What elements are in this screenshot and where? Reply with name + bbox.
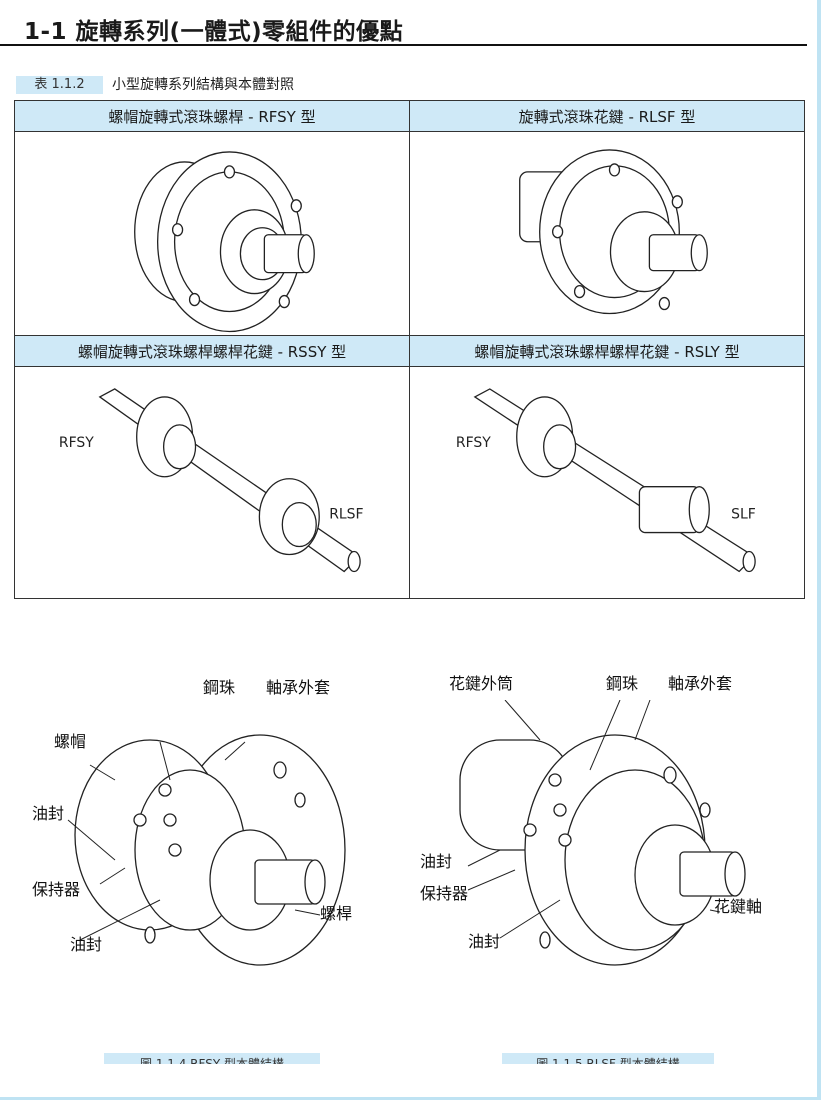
page-title: 1-1 旋轉系列(一體式)零組件的優點 xyxy=(24,19,404,45)
rlsf-unit-illustration xyxy=(519,149,708,315)
header-rfsy: 螺帽旋轉式滾珠螺桿 - RFSY 型 xyxy=(14,100,410,132)
callout-ball: 鋼珠 xyxy=(606,674,639,693)
rlsf-cutaway-illustration xyxy=(459,700,746,966)
figure-caption-rlsf: 圖 1.1.5 RLSF 型本體結構 xyxy=(502,1053,714,1064)
figure-caption-rfsy: 圖 1.1.4 RFSY 型本體結構 xyxy=(104,1053,320,1064)
rfsy-cutaway-illustration xyxy=(67,734,346,966)
callout-seal-bottom: 油封 xyxy=(70,935,103,954)
cell-rlsf-illustration xyxy=(409,130,805,337)
rsly-unit-illustration: RFSY SLF xyxy=(456,388,756,573)
callout-seal: 油封 xyxy=(420,852,453,871)
callout-seal-top: 油封 xyxy=(32,804,65,823)
cell-rsly-illustration: RFSY SLF xyxy=(409,366,805,599)
callout-spline-outer-cylinder: 花鍵外筒 xyxy=(449,674,514,693)
header-rlsf: 旋轉式滾珠花鍵 - RLSF 型 xyxy=(409,100,805,132)
callout-bearing-sleeve: 軸承外套 xyxy=(266,678,331,697)
callout-retainer: 保持器 xyxy=(32,880,81,899)
cell-rfsy-illustration xyxy=(14,130,410,337)
rfsy-unit-illustration xyxy=(134,151,315,333)
rssy-tag-rlsf: RLSF xyxy=(329,507,363,523)
callout-nut: 螺帽 xyxy=(54,732,87,751)
rssy-tag-rfsy: RFSY xyxy=(59,435,94,451)
callout-screw: 螺桿 xyxy=(320,904,353,923)
cell-rssy-illustration: RFSY RLSF xyxy=(14,366,410,599)
table-caption: 小型旋轉系列結構與本體對照 xyxy=(112,77,294,93)
page-edge-bottom xyxy=(0,1097,821,1100)
rssy-unit-illustration: RFSY RLSF xyxy=(59,388,364,573)
header-rsly: 螺帽旋轉式滾珠螺桿螺桿花鍵 - RSLY 型 xyxy=(409,335,805,368)
rsly-tag-slf: SLF xyxy=(731,507,756,523)
rsly-tag-rfsy: RFSY xyxy=(456,435,491,451)
comparison-table: 螺帽旋轉式滾珠螺桿 - RFSY 型 旋轉式滾珠花鍵 - RLSF 型 xyxy=(14,100,805,599)
callout-ball: 鋼珠 xyxy=(203,678,236,697)
callout-seal-bottom: 油封 xyxy=(468,932,501,951)
table-label: 表 1.1.2 xyxy=(16,76,103,94)
header-rssy: 螺帽旋轉式滾珠螺桿螺桿花鍵 - RSSY 型 xyxy=(14,335,410,368)
page-edge-right xyxy=(817,0,821,1100)
callout-spline-shaft: 花鍵軸 xyxy=(714,897,763,916)
title-rule xyxy=(0,44,807,46)
callout-retainer: 保持器 xyxy=(420,884,469,903)
callout-bearing-sleeve: 軸承外套 xyxy=(668,674,733,693)
